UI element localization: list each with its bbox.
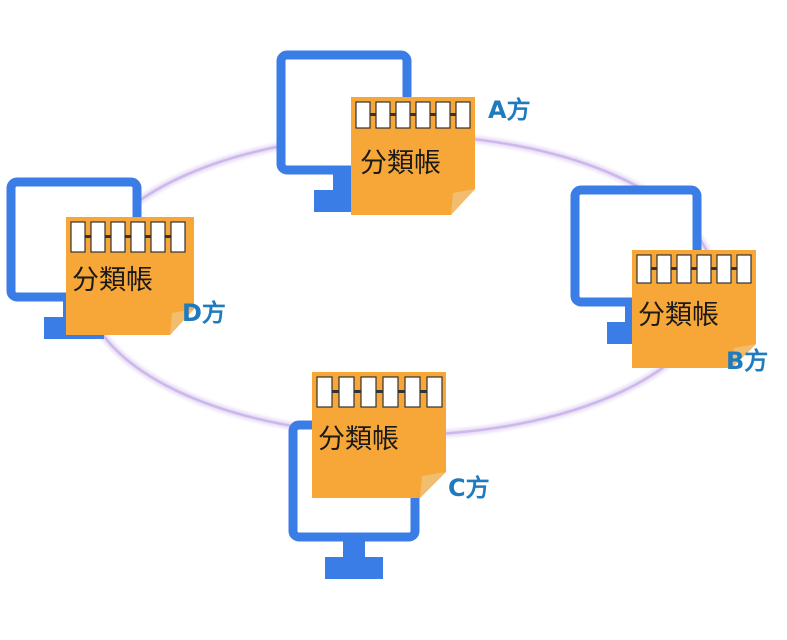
ledger-icon <box>351 97 475 215</box>
party-label-c: C方 <box>448 474 490 502</box>
ledger-icon <box>66 217 194 335</box>
ledger-label: 分類帳 <box>318 424 399 455</box>
ledger-label: 分類帳 <box>360 148 441 179</box>
node-d: 分類帳 D方 <box>6 177 266 347</box>
party-label-b: B方 <box>726 347 769 375</box>
party-label-a: A方 <box>488 96 531 124</box>
node-c: 分類帳 C方 <box>288 370 528 590</box>
node-a: 分類帳 A方 <box>276 50 576 220</box>
ledger-label: 分類帳 <box>638 300 719 331</box>
ledger-icon <box>632 250 756 368</box>
node-b: 分類帳 B方 <box>570 185 785 385</box>
distributed-ledger-diagram: 分類帳 A方 <box>6 50 785 590</box>
ledger-icon <box>312 372 446 498</box>
ledger-label: 分類帳 <box>72 265 153 296</box>
party-label-d: D方 <box>182 299 226 327</box>
